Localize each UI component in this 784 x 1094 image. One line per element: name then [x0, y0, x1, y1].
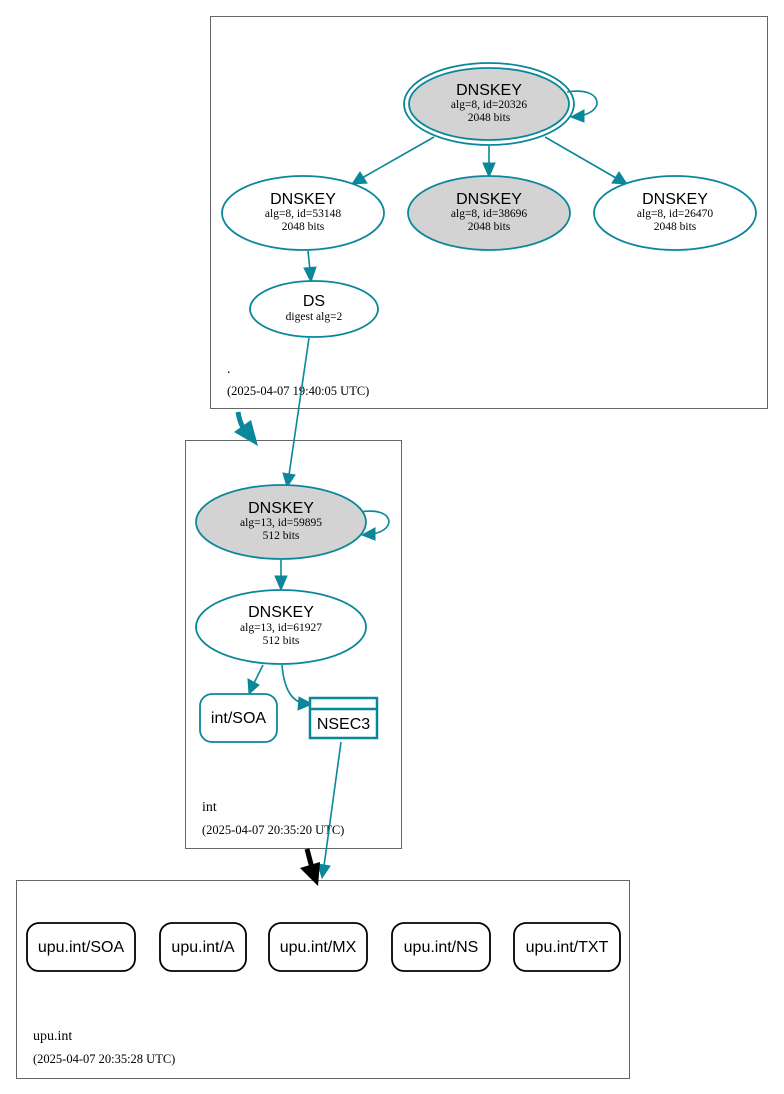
- arrow-int-zsk-soa: [247, 678, 260, 696]
- zone-root-name: .: [227, 362, 231, 377]
- edge-int-ksk-self: [359, 510, 390, 535]
- root-ksk-outer-ring: [403, 62, 575, 146]
- node-upu-a: upu.int/A: [159, 922, 247, 972]
- upu-txt-box: [513, 922, 621, 972]
- zone-root-timestamp: (2025-04-07 19:40:05 UTC): [227, 384, 369, 398]
- edge-int-zsk-soa: [253, 664, 264, 684]
- upu-mx-label: upu.int/MX: [280, 939, 357, 956]
- arrow-delegation-root-int: [234, 420, 258, 446]
- arrow-nsec3-upu: [317, 863, 331, 880]
- upu-a-box: [159, 922, 247, 972]
- upu-ns-box: [391, 922, 491, 972]
- nsec3-label: NSEC3: [317, 716, 370, 733]
- arrow-ksk-zsk2: [482, 162, 496, 179]
- int-soa-label: int/SOA: [211, 710, 266, 727]
- zone-upu-timestamp: (2025-04-07 20:35:28 UTC): [33, 1052, 175, 1066]
- arrow-root-ksk-self: [569, 109, 585, 123]
- node-int-ksk: DNSKEY alg=13, id=59895 512 bits: [195, 484, 367, 560]
- int-ksk-bits: 512 bits: [263, 530, 300, 542]
- root-zsk2-ellipse: [407, 175, 571, 251]
- node-upu-mx: upu.int/MX: [268, 922, 368, 972]
- node-ds: DS digest alg=2: [249, 280, 379, 338]
- int-ksk-type: DNSKEY: [248, 500, 314, 517]
- arrow-int-ksk-self: [360, 527, 376, 541]
- upu-txt-label: upu.int/TXT: [526, 939, 609, 956]
- root-zsk3-type: DNSKEY: [642, 191, 708, 208]
- root-ksk-bits: 2048 bits: [468, 112, 511, 124]
- arrow-delegation-int-upu: [300, 862, 320, 886]
- root-ksk-alg: alg=8, id=20326: [451, 99, 527, 111]
- node-root-zsk-38696: DNSKEY alg=8, id=38696 2048 bits: [407, 175, 571, 251]
- node-upu-txt: upu.int/TXT: [513, 922, 621, 972]
- arrow-int-ksk-zsk: [274, 575, 288, 592]
- zone-upu-name: upu.int: [33, 1029, 72, 1044]
- root-ksk-type: DNSKEY: [456, 82, 522, 99]
- upu-a-label: upu.int/A: [171, 939, 234, 956]
- node-upu-ns: upu.int/NS: [391, 922, 491, 972]
- root-zsk2-alg: alg=8, id=38696: [451, 208, 527, 220]
- edge-nsec3-upu: [323, 741, 342, 867]
- edges: [234, 90, 628, 886]
- node-int-zsk: DNSKEY alg=13, id=61927 512 bits: [195, 589, 367, 665]
- edge-ds-int-ksk: [288, 337, 310, 476]
- int-zsk-ellipse: [195, 589, 367, 665]
- zone-root-box: [210, 16, 768, 409]
- zone-int-timestamp: (2025-04-07 20:35:20 UTC): [202, 823, 344, 837]
- nsec3-box: [308, 696, 379, 740]
- root-zsk1-ellipse: [221, 175, 385, 251]
- node-upu-soa: upu.int/SOA: [26, 922, 136, 972]
- ds-type: DS: [303, 293, 325, 310]
- int-zsk-bits: 512 bits: [263, 635, 300, 647]
- root-zsk1-type: DNSKEY: [270, 191, 336, 208]
- int-soa-box: [199, 693, 278, 743]
- node-root-ksk: DNSKEY alg=8, id=20326 2048 bits: [403, 62, 575, 146]
- root-zsk3-bits: 2048 bits: [654, 221, 697, 233]
- root-ksk-ellipse: [408, 67, 570, 141]
- upu-soa-label: upu.int/SOA: [38, 939, 125, 956]
- upu-mx-box: [268, 922, 368, 972]
- node-nsec3: NSEC3: [308, 696, 379, 740]
- arrow-ksk-zsk1: [351, 171, 368, 185]
- root-zsk1-alg: alg=8, id=53148: [265, 208, 341, 220]
- zone-int-name: int: [202, 800, 217, 815]
- upu-soa-box: [26, 922, 136, 972]
- upu-ns-label: upu.int/NS: [404, 939, 479, 956]
- root-zsk3-ellipse: [593, 175, 757, 251]
- root-zsk2-bits: 2048 bits: [468, 221, 511, 233]
- int-ksk-ellipse: [195, 484, 367, 560]
- node-root-zsk-53148: DNSKEY alg=8, id=53148 2048 bits: [221, 175, 385, 251]
- root-zsk3-alg: alg=8, id=26470: [637, 208, 713, 220]
- zone-upu-box: [16, 880, 630, 1079]
- ds-ellipse: [249, 280, 379, 338]
- arrow-int-zsk-nsec3: [297, 696, 314, 711]
- int-ksk-alg: alg=13, id=59895: [240, 517, 322, 529]
- int-zsk-alg: alg=13, id=61927: [240, 622, 322, 634]
- edge-ksk-zsk1: [361, 136, 435, 179]
- edge-ksk-zsk3: [544, 136, 617, 179]
- node-root-zsk-26470: DNSKEY alg=8, id=26470 2048 bits: [593, 175, 757, 251]
- arrow-zsk1-ds: [303, 266, 317, 284]
- ds-digest: digest alg=2: [286, 311, 343, 323]
- arrow-ds-int-ksk: [282, 472, 296, 489]
- int-zsk-type: DNSKEY: [248, 604, 314, 621]
- node-int-soa: int/SOA: [199, 693, 278, 743]
- edge-root-ksk-self: [566, 90, 598, 117]
- root-zsk1-bits: 2048 bits: [282, 221, 325, 233]
- root-zsk2-type: DNSKEY: [456, 191, 522, 208]
- edge-zsk1-ds: [307, 250, 311, 271]
- arrow-ksk-zsk3: [611, 171, 628, 185]
